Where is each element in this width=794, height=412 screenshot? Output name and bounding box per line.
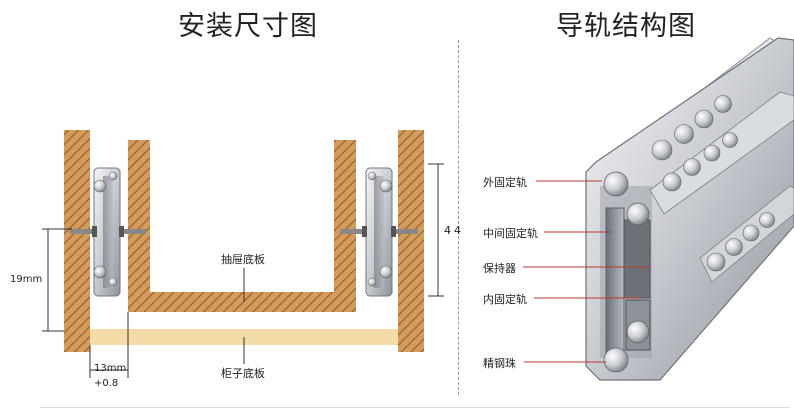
cabinet-left-wall — [64, 130, 90, 352]
section-divider — [458, 40, 459, 395]
steel-ball-label: 精钢珠 — [483, 357, 516, 370]
left-slide-rail — [93, 167, 121, 297]
cabinet-bottom-label: 柜子底板 — [221, 367, 265, 380]
left-screws — [70, 226, 146, 237]
dimension-left-label: 19mm — [10, 274, 43, 285]
right-slide-rail — [365, 167, 393, 297]
install-diagram-title: 安装尺寸图 — [178, 11, 318, 42]
drawer-body — [128, 140, 356, 312]
rail-3d-body — [585, 37, 794, 381]
rail-structure-title: 导轨结构图 — [556, 11, 696, 42]
dimension-gap-label: 13mm — [94, 363, 127, 374]
dimension-gap-tolerance: +0.8 — [94, 378, 119, 389]
right-screws — [340, 226, 418, 237]
dimension-height-label: 44 — [444, 224, 464, 237]
bottom-rule — [40, 407, 790, 408]
inner-rail-label: 内固定轨 — [483, 293, 527, 306]
middle-rail-label: 中间固定轨 — [483, 227, 538, 240]
dimension-13mm — [89, 312, 129, 378]
steel-balls — [603, 95, 775, 373]
cabinet-right-wall — [398, 130, 424, 352]
leader-lines — [523, 180, 650, 363]
dimension-44 — [428, 163, 444, 297]
outer-rail-label: 外固定轨 — [483, 176, 527, 189]
retainer-label: 保持器 — [483, 262, 516, 275]
drawer-bottom-label: 抽屉底板 — [221, 253, 265, 266]
dimension-19mm — [42, 228, 72, 332]
